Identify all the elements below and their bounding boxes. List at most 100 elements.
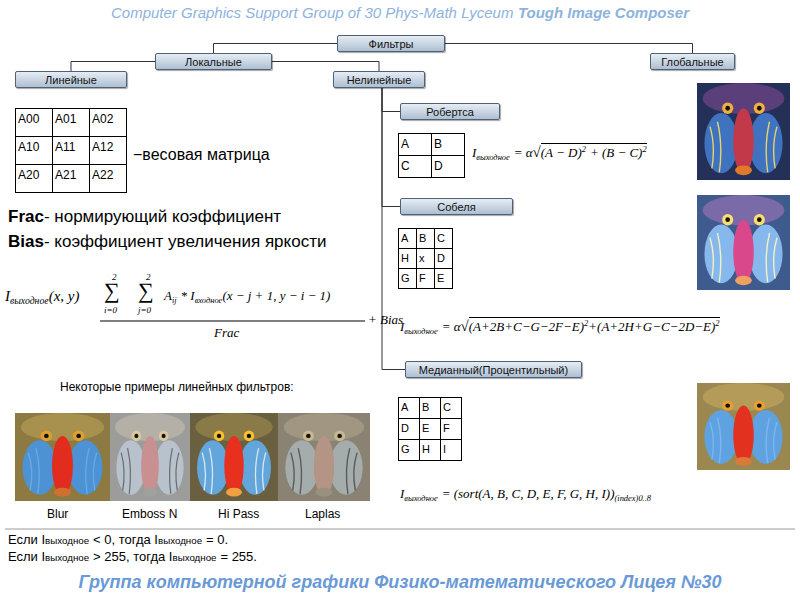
section-note-row: Некоторые примеры линейных фильтров: xyxy=(60,380,294,394)
matrix-note: −весовая матрица xyxy=(133,146,270,163)
clamp-note: выходное xyxy=(172,552,216,563)
image-caption: Blur xyxy=(47,507,68,521)
coefficient-note-row: Bias- коэффициент увеличения яркости xyxy=(8,232,326,252)
formula-text-row: Iвыходное= (sort(A, B, C, D, E, F, G, H,… xyxy=(400,486,651,503)
matrix-cell: A00 xyxy=(15,108,53,137)
formula-text-row: Frac xyxy=(214,325,239,341)
formula-text: √ xyxy=(461,318,469,334)
matrix-entry: B xyxy=(422,401,429,413)
image-caption-row: Blur xyxy=(47,507,68,521)
section-note: Некоторые примеры линейных фильтров: xyxy=(60,380,294,394)
formula-text: = α xyxy=(442,319,461,334)
radicand-bar: (A+2B+C−G−2F−E)2+(A+2H+G−C−2D−E)2 xyxy=(469,317,720,334)
fraction-bar xyxy=(100,321,365,322)
coefficient-note: Bias xyxy=(8,232,44,251)
matrix-entry: F xyxy=(419,272,426,284)
tree-connector xyxy=(272,62,379,72)
matrix-entry: A21 xyxy=(55,168,76,182)
hipass-image xyxy=(190,413,278,501)
title-bar: Computer Graphics Support Group of 30 Ph… xyxy=(0,4,800,21)
category-label: Фильтры xyxy=(369,38,414,50)
matrix-cell: A12 xyxy=(89,136,127,165)
matrix-entry: A00 xyxy=(18,112,39,126)
matrix-cell: E xyxy=(419,418,441,440)
clamp-note: > 255, тогда I xyxy=(93,549,172,564)
image-caption: Emboss N xyxy=(122,507,177,521)
matrix-cell: B xyxy=(431,133,465,156)
category-box: Нелинейные xyxy=(333,71,425,88)
matrix-cell: D xyxy=(431,155,465,178)
matrix-cell: D xyxy=(398,418,420,440)
formula-text: выходное xyxy=(476,152,509,162)
matrix-cell: x xyxy=(416,248,435,269)
matrix-cell: B xyxy=(419,397,441,419)
matrix-entry: H xyxy=(422,443,430,455)
category-label: Нелинейные xyxy=(347,74,412,86)
matrix-entry: D xyxy=(434,159,443,173)
coefficient-note-row: Frac- нормирующий коэффициент xyxy=(8,207,281,227)
formula-text: √ xyxy=(533,144,541,160)
clamp-note: < 0, тогда I xyxy=(93,532,158,547)
matrix-cell: A11 xyxy=(52,136,90,165)
coefficient-note: - нормирующий коэффициент xyxy=(44,207,281,226)
matrix-entry: E xyxy=(437,272,444,284)
image-caption-row: Hi Pass xyxy=(218,507,259,521)
matrix-entry: A22 xyxy=(92,168,113,182)
matrix-entry: A02 xyxy=(92,112,113,126)
sum-limit-row: j=0 xyxy=(138,305,151,315)
clamp-note: Если I xyxy=(8,532,45,547)
matrix-cell: H xyxy=(419,439,441,461)
matrix-cell: I xyxy=(440,439,462,461)
matrix-entry: A11 xyxy=(55,140,75,154)
formula-text: 2 xyxy=(582,144,586,154)
category-box: Медианный(Процентильный) xyxy=(405,361,582,378)
matrix-entry: C xyxy=(443,401,451,413)
formula-text: входное xyxy=(195,295,223,305)
matrix-cell: D xyxy=(434,248,453,269)
matrix-entry: B xyxy=(434,137,442,151)
formula-text-row: Iвыходное= α√(A − D)2+ (B − C)2 xyxy=(472,144,647,162)
category-box: Локальные xyxy=(155,53,272,70)
matrix-entry: E xyxy=(422,422,429,434)
matrix-cell: E xyxy=(434,268,453,289)
sum-sign-row: ∑ xyxy=(138,278,154,304)
image-caption: Hi Pass xyxy=(218,507,259,521)
formula-text-row: Iвыходное= α√(A+2B+C−G−2F−E)2+(A+2H+G−C−… xyxy=(400,318,720,336)
sobel-image xyxy=(697,195,790,290)
matrix-cell: C xyxy=(440,397,462,419)
formula-text: A xyxy=(164,288,172,303)
coefficient-note: Frac xyxy=(8,207,44,226)
formula-text: +(A+2H+G−C−2D−E) xyxy=(588,319,715,334)
formula-text-row: Aij* Iвходное(x − j + 1, y − i − 1) xyxy=(164,288,330,305)
sum-limit-row: i=0 xyxy=(104,305,117,315)
formula-text: Frac xyxy=(214,325,239,340)
matrix-entry: B xyxy=(419,232,426,244)
matrix-cell: A20 xyxy=(15,164,53,193)
formula-text: (x, y) xyxy=(49,288,80,304)
formula-text: I xyxy=(400,486,404,501)
formula-text: 2 xyxy=(715,318,719,328)
matrix-entry: H xyxy=(401,252,409,264)
category-label: Линейные xyxy=(45,74,97,86)
matrix-cell: A02 xyxy=(89,108,127,137)
matrix-entry: G xyxy=(401,443,410,455)
matrix-entry: A xyxy=(401,401,408,413)
formula-text-row: + Bias xyxy=(368,312,403,328)
emboss-image xyxy=(110,413,190,501)
coefficient-note: - коэффициент увеличения яркости xyxy=(44,232,327,251)
matrix-entry: F xyxy=(443,422,450,434)
matrix-entry: A20 xyxy=(18,168,39,182)
clamp-note: выходное xyxy=(45,552,89,563)
clamp-note: = 0. xyxy=(206,532,228,547)
image-caption: Laplas xyxy=(305,507,340,521)
matrix-entry: G xyxy=(401,272,410,284)
category-box: Робертса xyxy=(400,103,500,120)
formula-text: = (sort(A, B, C, D, E, F, G, H, I)) xyxy=(442,486,615,501)
separator-line xyxy=(5,529,795,530)
tree-connector xyxy=(445,44,693,54)
caption-bar: Группа компьютерной графики Физико-матем… xyxy=(0,572,800,593)
formula-text: I xyxy=(5,288,10,304)
